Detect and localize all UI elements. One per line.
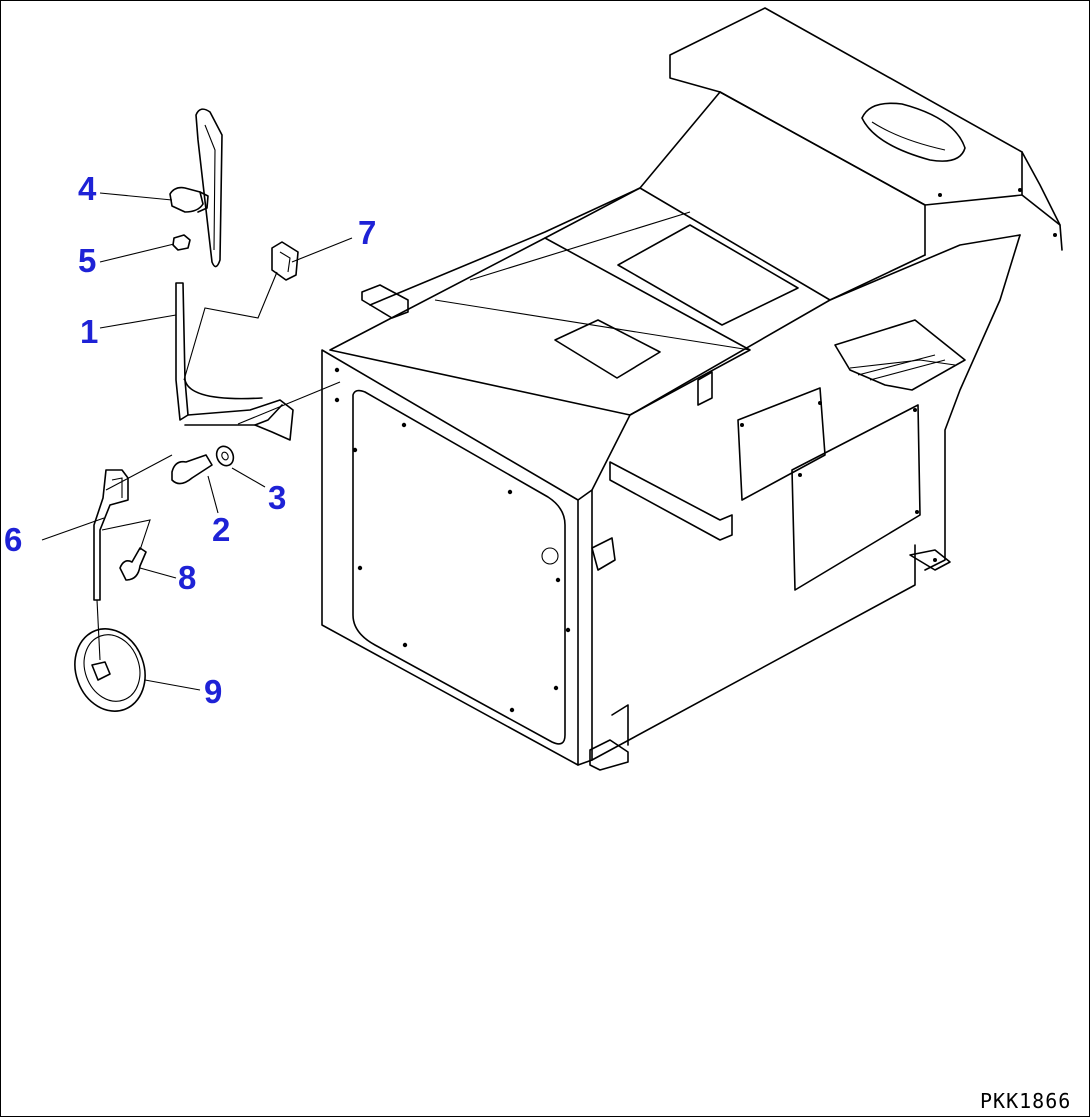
callout-1: 1 [80, 313, 98, 350]
callout-numbers: 4 5 1 7 2 3 6 8 9 [4, 170, 376, 710]
callout-9: 9 [204, 673, 222, 710]
callout-6: 6 [4, 521, 22, 558]
callout-7: 7 [358, 214, 376, 251]
cab-body [321, 7, 1063, 771]
callout-2: 2 [212, 511, 230, 548]
leader-lines [41, 192, 353, 691]
callout-5: 5 [78, 242, 96, 279]
drawing-id: PKK1866 [980, 1089, 1071, 1113]
mirror-assembly [74, 108, 299, 712]
callout-3: 3 [268, 479, 286, 516]
callout-8: 8 [178, 559, 196, 596]
callout-4: 4 [78, 170, 97, 207]
